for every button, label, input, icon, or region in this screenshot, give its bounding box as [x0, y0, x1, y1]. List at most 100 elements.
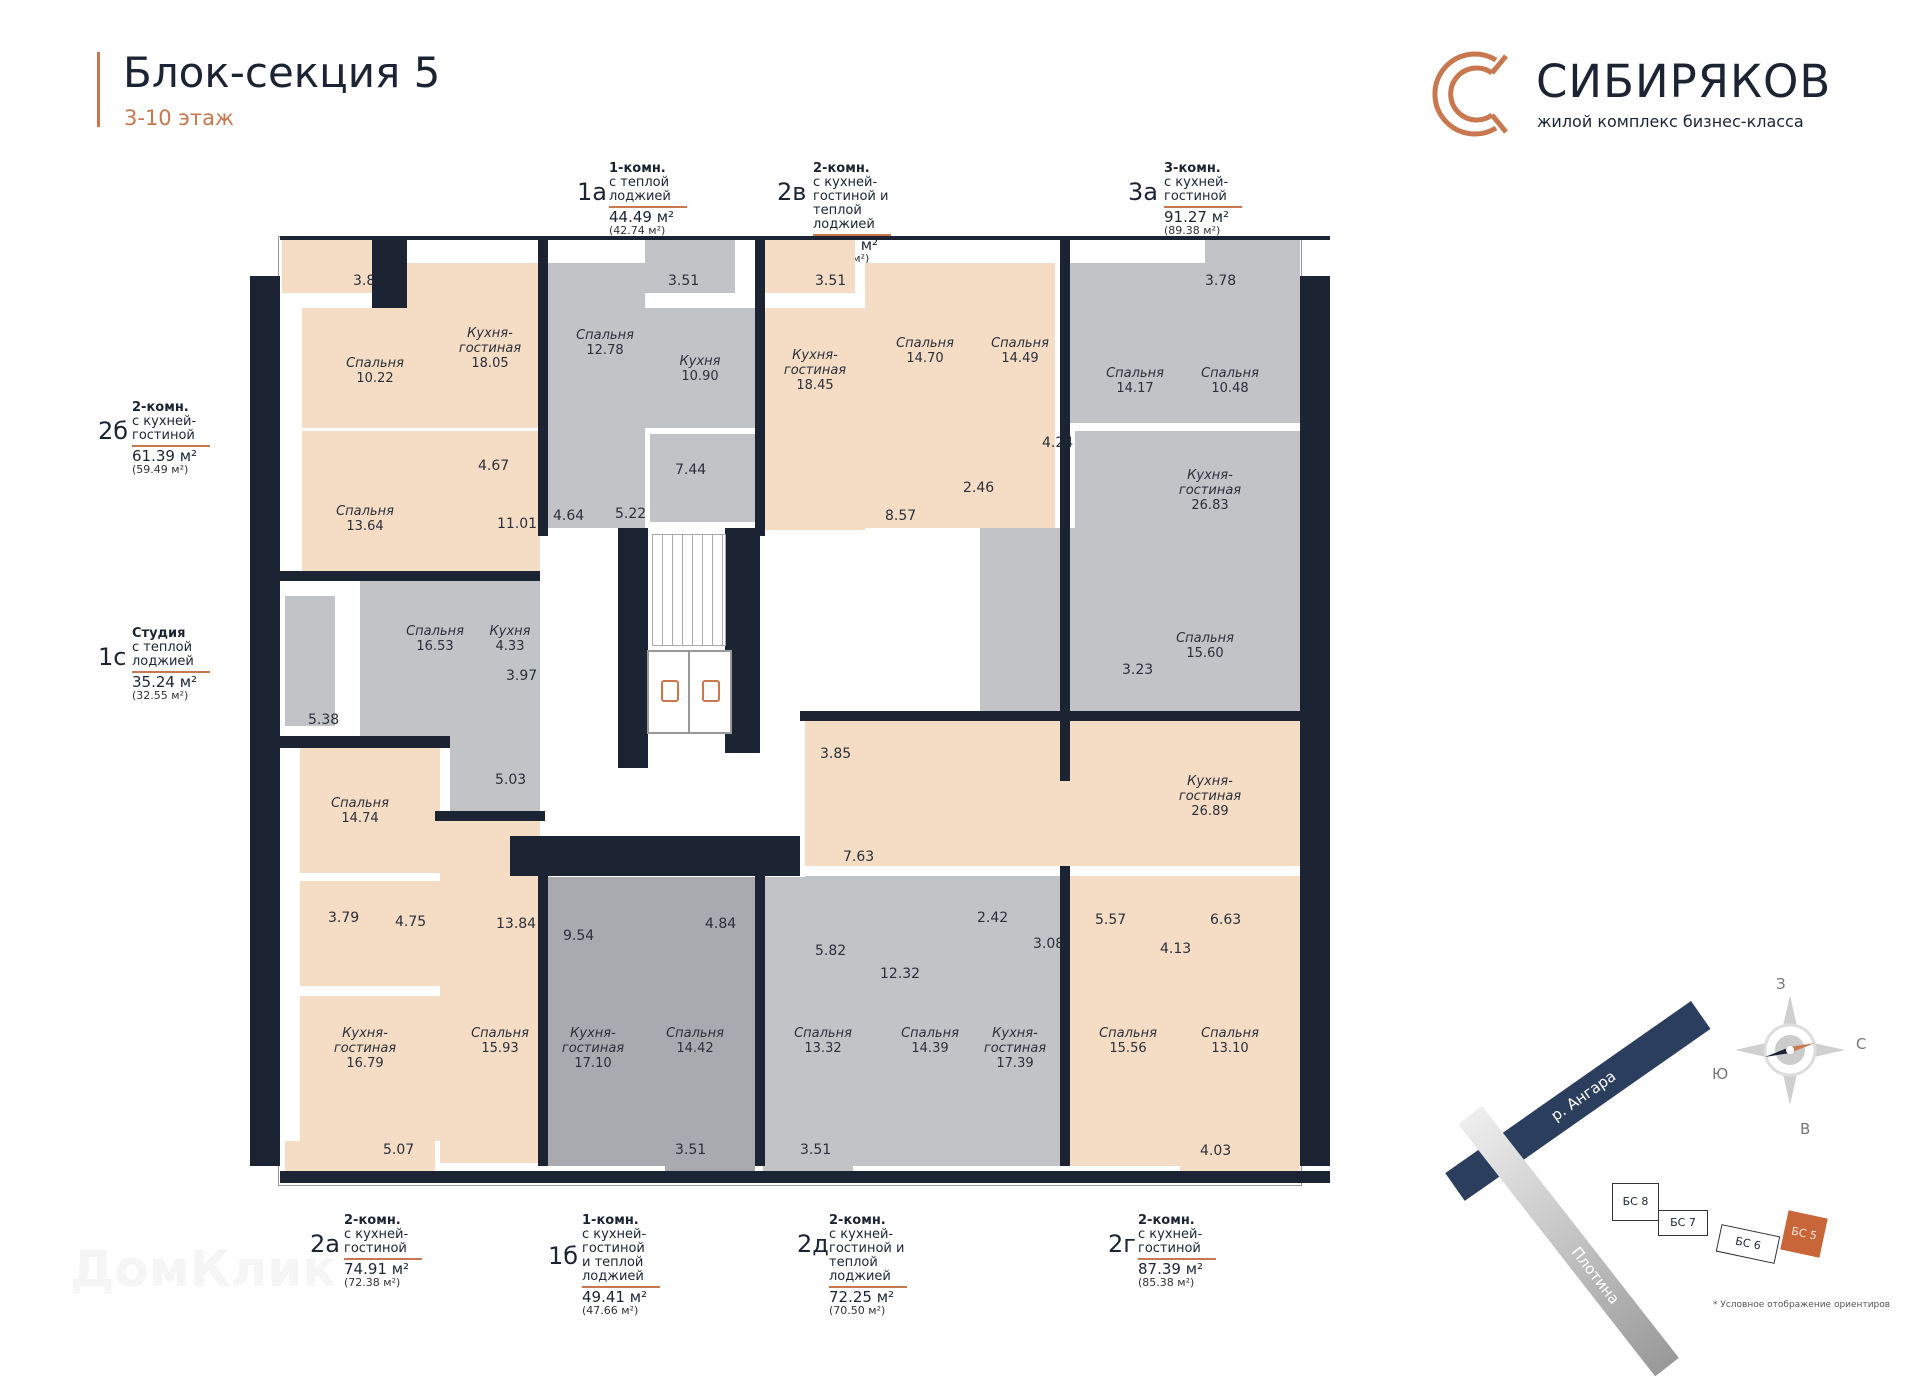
apt-2a[interactable] — [300, 748, 440, 873]
area-2b-bath: 4.67 — [478, 458, 510, 474]
apt-2v[interactable] — [765, 238, 855, 293]
apartment-type: 2-комн. — [132, 400, 189, 415]
area-1a-kitchen: 10.90 — [681, 369, 719, 384]
apartment-desc: с теплой лоджией — [132, 640, 194, 669]
apartment-type: 2-комн. — [344, 1213, 401, 1228]
apt-1c[interactable] — [360, 581, 540, 746]
area-2g-loggia: 4.03 — [1200, 1143, 1232, 1159]
apt-2g[interactable] — [800, 721, 1300, 866]
room-name: Спальня — [1106, 366, 1164, 381]
area-2d-bed1: 13.32 — [804, 1041, 842, 1056]
area-2d-store: 3.08 — [1033, 936, 1065, 952]
room-name: гостиная — [333, 1041, 397, 1056]
area-1b-bed: 14.42 — [676, 1041, 714, 1056]
site-block-bs7[interactable]: БС 7 — [1658, 1210, 1708, 1236]
apartment-desc-2: и теплой лоджией — [582, 1255, 644, 1284]
accent-underline — [609, 206, 687, 208]
site-block-bs8[interactable]: БС 8 — [1612, 1183, 1659, 1221]
apartment-code: 1б — [548, 1242, 579, 1270]
apartment-code: 1а — [577, 178, 607, 206]
area-2d-loggia: 3.51 — [800, 1142, 832, 1158]
compass-rose-icon — [1735, 995, 1845, 1105]
room-name: Спальня — [576, 328, 634, 343]
compass-west: З — [1776, 975, 1786, 993]
area-2g-bath: 6.63 — [1210, 912, 1242, 928]
wall — [538, 236, 548, 536]
apartment-code: 1с — [98, 643, 127, 671]
area-2a-bath1: 3.79 — [328, 910, 360, 926]
area-2a-hall: 13.84 — [496, 916, 537, 932]
room-1a-bath — [650, 434, 755, 522]
apartment-code: 2б — [98, 417, 129, 445]
apt-2b[interactable] — [282, 238, 372, 293]
area-2g-hall3: 4.13 — [1160, 941, 1192, 957]
brand-name: СИБИРЯКОВ — [1536, 55, 1832, 108]
apartment-desc: с кухней-гостиной — [1164, 175, 1229, 204]
apt-1b[interactable] — [545, 876, 760, 1166]
area-1a-hall2: 5.22 — [615, 506, 647, 522]
area-2a-loggia: 5.07 — [383, 1142, 415, 1158]
apartment-area: 49.41 м² — [582, 1288, 648, 1306]
room-name: Спальня — [336, 504, 394, 519]
apartment-area: 91.27 м² — [1164, 208, 1230, 226]
apartment-type: 3-комн. — [1164, 161, 1221, 176]
room-name: Спальня — [331, 796, 389, 811]
apartment-code: 3а — [1128, 178, 1158, 206]
staircase-icon — [652, 534, 726, 646]
floor-range: 3-10 этаж — [124, 106, 234, 130]
area-2d-kl: 17.39 — [996, 1056, 1034, 1071]
room-1a-kitchen — [645, 308, 755, 428]
room-2v-kl — [765, 308, 865, 530]
room-name: Спальня — [896, 336, 954, 351]
area-2d-bed2: 14.39 — [911, 1041, 949, 1056]
area-2v-wc: 2.46 — [963, 480, 995, 496]
site-block-bs6[interactable]: БС 6 — [1715, 1224, 1781, 1264]
apt-2d[interactable] — [765, 876, 1065, 1166]
apartment-code: 2в — [777, 178, 807, 206]
room-name: Кухня — [679, 354, 721, 369]
compass-south: Ю — [1712, 1065, 1729, 1083]
room-1a-loggia — [645, 238, 735, 293]
accent-underline — [132, 445, 210, 447]
room-2v-beds — [865, 263, 1055, 528]
wall — [618, 528, 648, 768]
room-name: Спальня — [471, 1026, 529, 1041]
room-2b-kl — [405, 263, 540, 428]
room-name: Кухня- — [1187, 774, 1233, 789]
room-2g-beds — [1070, 876, 1300, 1166]
apartment-area: 72.25 м² — [829, 1288, 895, 1306]
area-2g-kl: 26.89 — [1191, 804, 1229, 819]
apartment-type: 1-комн. — [582, 1213, 639, 1228]
room-2a-baths — [300, 881, 440, 986]
apartment-area-alt: (72.38 м²) — [344, 1276, 401, 1289]
wall — [755, 866, 765, 1166]
room-2a-kl — [300, 996, 440, 1141]
area-2b-kl: 18.05 — [471, 356, 509, 371]
apartment-area-alt: (59.49 м²) — [132, 463, 189, 476]
area-2a-bed1: 14.74 — [341, 811, 379, 826]
wall — [755, 236, 765, 536]
title-accent-bar — [97, 52, 100, 127]
area-1a-bath: 7.44 — [675, 462, 707, 478]
apartment-type: 1-комн. — [609, 161, 666, 176]
area-2g-bed2: 13.10 — [1211, 1041, 1249, 1056]
area-2d-wc: 2.42 — [977, 910, 1009, 926]
area-1c-hall: 3.97 — [506, 668, 538, 684]
room-name: Кухня- — [792, 348, 838, 363]
area-1b-loggia: 3.51 — [675, 1142, 707, 1158]
room-name: гостиная — [1178, 789, 1242, 804]
room-name: гостиная — [983, 1041, 1047, 1056]
site-block-bs5-current[interactable]: БС 5 — [1780, 1210, 1828, 1258]
apt-1a[interactable] — [545, 263, 645, 528]
area-2a-bath2: 4.75 — [395, 914, 427, 930]
apartment-area: 35.24 м² — [132, 673, 198, 691]
accent-underline — [1164, 206, 1242, 208]
accent-underline — [829, 1286, 907, 1288]
wall — [800, 711, 1300, 721]
apartment-desc: с кухней-гостиной — [344, 1227, 409, 1256]
apartment-area: 74.91 м² — [344, 1260, 410, 1278]
apartment-type: 2-комн. — [813, 161, 870, 176]
area-2g-hall1: 7.63 — [843, 849, 875, 865]
apartment-area: 87.39 м² — [1138, 1260, 1204, 1278]
apartment-desc: с кухней-гостиной — [582, 1227, 647, 1256]
